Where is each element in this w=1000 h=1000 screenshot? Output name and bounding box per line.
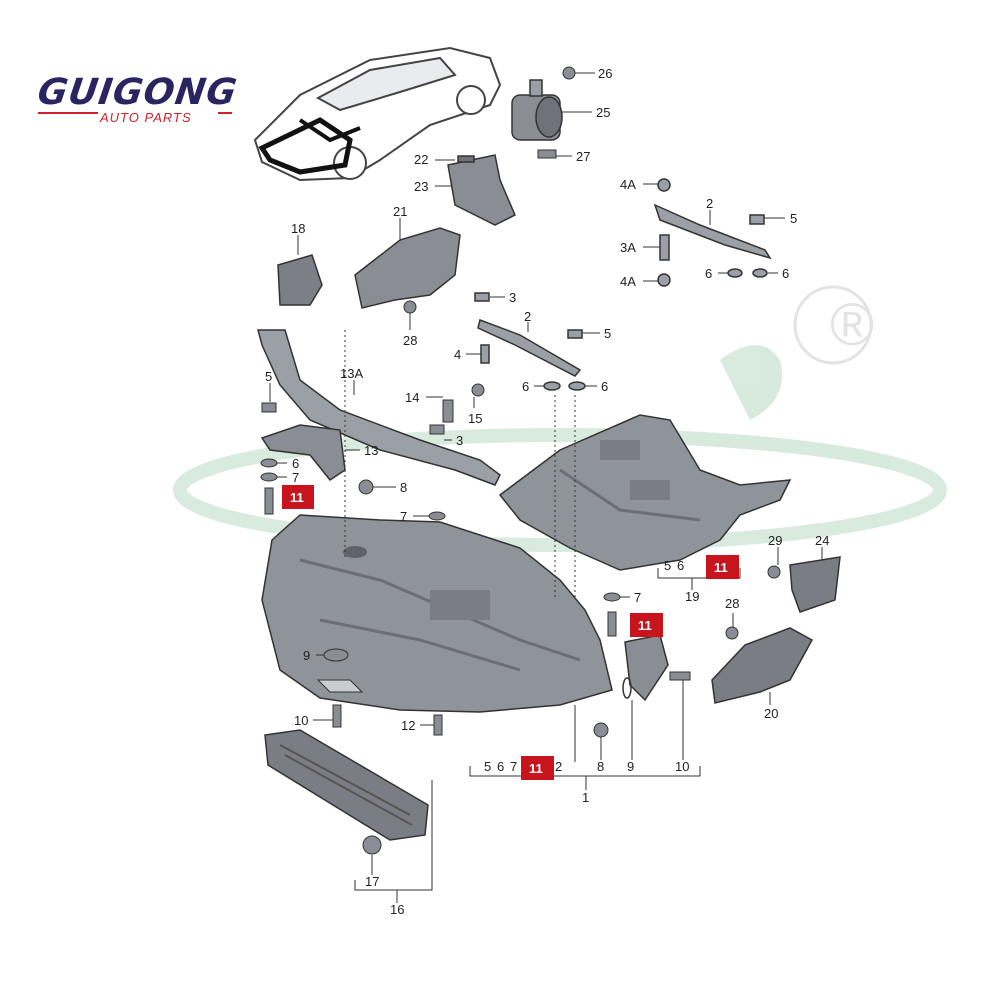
label-26: 26	[598, 66, 612, 81]
underbody-panel-19	[498, 414, 792, 571]
highlight-11-19-text: 11	[714, 560, 728, 575]
mount-bracket-25	[511, 79, 563, 141]
label-1: 1	[582, 790, 589, 805]
grille-16	[264, 729, 429, 841]
bracket-2-mid	[474, 292, 586, 391]
brand-underline-left	[38, 112, 98, 114]
label-13A: 13A	[340, 366, 363, 381]
side-cover-24	[789, 556, 841, 613]
label-14: 14	[405, 390, 419, 405]
label-6-top-b: 6	[782, 266, 789, 281]
label-5-left: 5	[265, 369, 272, 384]
highlight-11-left: 11	[282, 485, 314, 509]
leader-lines	[269, 72, 823, 903]
label-4A-bottom: 4A	[620, 274, 636, 289]
registered-mark: ®	[830, 291, 874, 358]
label-5-19: 5	[664, 558, 671, 573]
label-7-left: 7	[292, 470, 299, 485]
bracket-18	[277, 254, 323, 306]
highlight-11-left-text: 11	[290, 490, 304, 505]
label-12: 12	[401, 718, 415, 733]
bolt-26	[562, 66, 576, 80]
label-21: 21	[393, 204, 407, 219]
cover-21	[354, 227, 461, 309]
label-5-bottom: 5	[484, 759, 491, 774]
cover-23	[447, 154, 516, 226]
clip-17	[362, 835, 382, 855]
label-27: 27	[576, 149, 590, 164]
label-23: 23	[414, 179, 428, 194]
nut-28-right	[725, 626, 739, 640]
label-2-mid: 2	[524, 309, 531, 324]
label-3A: 3A	[620, 240, 636, 255]
label-4-mid: 4	[454, 347, 461, 362]
highlight-11-mid-text: 11	[638, 618, 652, 633]
label-20: 20	[764, 706, 778, 721]
nut-29	[767, 565, 781, 579]
label-5-mid: 5	[604, 326, 611, 341]
label-13: 13	[364, 443, 378, 458]
label-6-top-a: 6	[705, 266, 712, 281]
label-7-right: 7	[634, 590, 641, 605]
label-9-left: 9	[303, 648, 310, 663]
label-6-bottom: 6	[497, 759, 504, 774]
label-29: 29	[768, 533, 782, 548]
highlight-11-bottom: 11	[521, 756, 554, 780]
label-4A-top: 4A	[620, 177, 636, 192]
label-7-bottom: 7	[510, 759, 517, 774]
car-illustration	[253, 46, 502, 182]
label-6-left: 6	[292, 456, 299, 471]
label-5-top: 5	[790, 211, 797, 226]
label-8-top: 8	[400, 480, 407, 495]
label-6-19: 6	[677, 558, 684, 573]
watermark: ®	[173, 285, 947, 552]
label-22: 22	[414, 152, 428, 167]
label-8-bottom: 8	[597, 759, 604, 774]
label-16: 16	[390, 902, 404, 917]
brand-logo: GUIGONG AUTO PARTS	[35, 72, 240, 132]
label-6-mid-b: 6	[601, 379, 608, 394]
brand-underline-right	[218, 112, 232, 114]
bracket-13	[260, 424, 346, 482]
label-25: 25	[596, 105, 610, 120]
label-2-top: 2	[706, 196, 713, 211]
strut-13A	[257, 329, 501, 486]
label-3-mid: 3	[509, 290, 516, 305]
side-cover-20	[711, 627, 814, 704]
label-9-bottom: 9	[627, 759, 634, 774]
label-10-left: 10	[294, 713, 308, 728]
deflector-9	[622, 634, 669, 702]
highlight-11-bottom-text: 11	[529, 761, 543, 776]
highlight-11-19: 11	[706, 555, 739, 579]
fasteners-right	[593, 592, 691, 738]
label-28-top: 28	[403, 333, 417, 348]
underbody-panel-1	[261, 514, 613, 713]
label-28-right: 28	[725, 596, 739, 611]
brand-subtitle: AUTO PARTS	[100, 110, 192, 125]
nut-28-top	[403, 300, 417, 314]
highlight-11-mid: 11	[630, 613, 663, 637]
part-labels: 26 25 27 22 23 4A 2 5 3A 4A 6 6 21 18 28…	[265, 66, 829, 917]
label-24: 24	[815, 533, 829, 548]
bolt-27	[537, 149, 557, 159]
bracket-2-top	[653, 178, 772, 287]
label-19: 19	[685, 589, 699, 604]
label-3-low: 3	[456, 433, 463, 448]
label-6-mid-a: 6	[522, 379, 529, 394]
label-7-center: 7	[400, 509, 407, 524]
label-10-bottom: 10	[675, 759, 689, 774]
label-17: 17	[365, 874, 379, 889]
label-2-bottom: 2	[555, 759, 562, 774]
label-18: 18	[291, 221, 305, 236]
label-15: 15	[468, 411, 482, 426]
